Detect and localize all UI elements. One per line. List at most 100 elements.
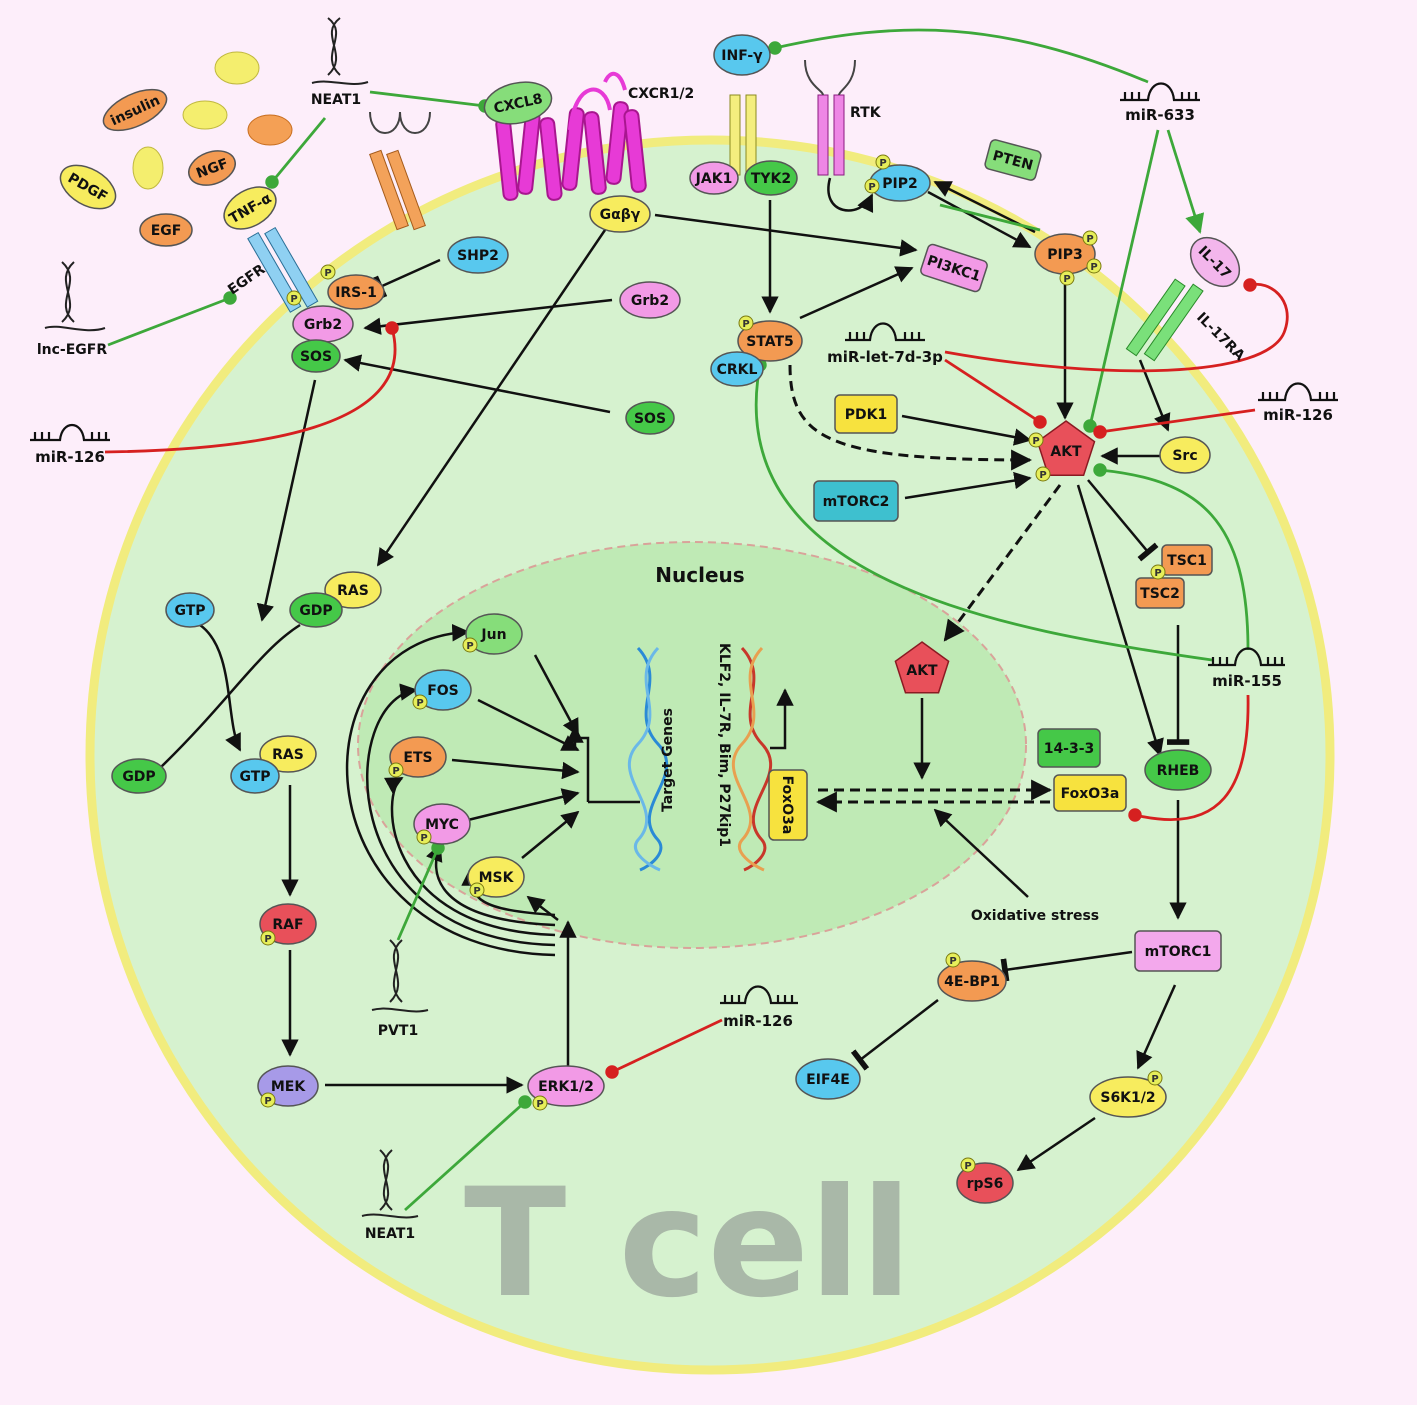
- node-p1433: 14-3-3: [1037, 728, 1101, 768]
- phospho-badge: P: [260, 930, 276, 946]
- phospho-badge: P: [388, 762, 404, 778]
- neat1-bottom-label: NEAT1: [365, 1226, 415, 1242]
- rheb-label: RHEB: [1157, 763, 1200, 779]
- node-pten: PTEN: [984, 139, 1042, 181]
- lnc-egfr-label: lnc-EGFR: [37, 342, 107, 358]
- msk-label: MSK: [479, 870, 515, 886]
- egf-ligand-label: EGF: [151, 223, 182, 239]
- pip3-label: PIP3: [1047, 247, 1082, 263]
- mirna-icons: [30, 82, 1338, 1005]
- node-ras-top: RAS: [324, 571, 382, 609]
- mir126-right-label: miR-126: [1263, 406, 1333, 424]
- phospho-label: P: [264, 1096, 271, 1107]
- node-src: Src: [1159, 436, 1211, 474]
- node-foxo3a-out: FoxO3a: [1053, 774, 1127, 812]
- mir126-left-label: miR-126: [35, 448, 105, 466]
- phospho-badge: P: [260, 1092, 276, 1108]
- phospho-label: P: [742, 319, 749, 330]
- mtorc1-label: mTORC1: [1145, 944, 1212, 960]
- node-tsc2: TSC2: [1135, 577, 1185, 609]
- phospho-label: P: [392, 766, 399, 777]
- phospho-badge: P: [945, 952, 961, 968]
- ras-top-label: RAS: [337, 583, 369, 599]
- phospho-badge: P: [960, 1157, 976, 1173]
- node-grb2-mem: Grb2: [292, 305, 354, 343]
- egfr-label: EGFR: [225, 261, 268, 298]
- cell-title: T cell: [464, 1157, 912, 1331]
- node-gtp-top: GTP: [165, 592, 215, 628]
- mir126-bottom-label: miR-126: [723, 1012, 793, 1030]
- ras-low-label: RAS: [272, 747, 304, 763]
- target-genes-dna: [627, 646, 669, 872]
- mir633-label: miR-633: [1125, 106, 1195, 124]
- node-s6k: S6K1/2: [1089, 1076, 1167, 1118]
- phospho-label: P: [264, 934, 271, 945]
- phospho-label: P: [1090, 262, 1097, 273]
- sos-mem-label: SOS: [300, 349, 332, 365]
- phospho-badge: P: [864, 178, 880, 194]
- node-mtorc2: mTORC2: [813, 480, 899, 522]
- node-foxo3a-in: FoxO3a: [768, 769, 808, 841]
- node-pip3: PIP3: [1034, 233, 1096, 275]
- nucleus-label: Nucleus: [655, 563, 744, 587]
- phospho-label: P: [868, 182, 875, 193]
- node-irs1: IRS-1: [327, 274, 385, 310]
- rtk-receptor: [804, 59, 874, 213]
- phospho-badge: P: [416, 829, 432, 845]
- node-gdp-top: GDP: [289, 592, 343, 628]
- activation-arrows: [159, 180, 1190, 1172]
- eif4e-label: EIF4E: [806, 1072, 850, 1088]
- phospho-label: P: [879, 158, 886, 169]
- ligands: [132, 51, 293, 190]
- akt-nuc-label: AKT: [906, 663, 938, 679]
- phospho-badge: P: [286, 290, 302, 306]
- phospho-badge: P: [1150, 564, 1166, 580]
- mtorc2-label: mTORC2: [823, 494, 890, 510]
- phospho-label: P: [949, 956, 956, 967]
- node-fos: FOS: [414, 669, 472, 711]
- sos-free-label: SOS: [634, 411, 666, 427]
- tsc2-label: TSC2: [1140, 586, 1180, 602]
- phospho-label: P: [466, 641, 473, 652]
- irs1-label: IRS-1: [335, 285, 377, 301]
- node-gtp-low: GTP: [230, 758, 280, 794]
- phospho-badge: P: [1059, 270, 1075, 286]
- phospho-label: P: [324, 268, 331, 279]
- mek-label: MEK: [271, 1079, 306, 1095]
- node-sos-free: SOS: [625, 401, 675, 435]
- egfr-receptor: [247, 226, 319, 313]
- src-label: Src: [1172, 448, 1197, 464]
- ets-label: ETS: [403, 750, 432, 766]
- cell: Nucleus T cell: [85, 135, 1335, 1375]
- mirna-hairpin-icon: [845, 322, 925, 342]
- gabg-label: Gαβγ: [600, 207, 641, 223]
- phospho-label: P: [1151, 1074, 1158, 1085]
- p1433-label: 14-3-3: [1044, 741, 1095, 757]
- grb2-free-label: Grb2: [631, 293, 669, 309]
- il17ra-receptor: [1125, 278, 1204, 362]
- dashed-arrows: [788, 364, 1062, 813]
- node-il17: IL-17: [1189, 236, 1241, 288]
- gtp-top-label: GTP: [174, 603, 205, 619]
- phospho-badge: P: [469, 882, 485, 898]
- node-grb2-free: Grb2: [619, 281, 681, 319]
- foxo3a-in-label: FoxO3a: [779, 776, 795, 835]
- phospho-badge: P: [1086, 258, 1102, 274]
- cxcr12-label: CXCR1/2: [628, 86, 694, 102]
- phospho-label: P: [964, 1161, 971, 1172]
- s6k-label: S6K1/2: [1100, 1090, 1155, 1106]
- node-cxcl8: CXCL8: [483, 81, 553, 125]
- phospho-label: P: [1039, 470, 1046, 481]
- node-akt-nuc: AKT: [894, 641, 950, 694]
- node-insulin: insulin: [102, 88, 168, 132]
- dna-icon: [311, 17, 369, 85]
- node-gdp-left: GDP: [111, 758, 167, 794]
- phospho-badge: P: [1028, 432, 1044, 448]
- phospho-label: P: [536, 1099, 543, 1110]
- tyk2-label: TYK2: [751, 171, 791, 187]
- phospho-label: P: [1032, 436, 1039, 447]
- orange-receptor: [369, 111, 431, 231]
- node-rps6: rpS6: [956, 1162, 1014, 1204]
- phospho-label: P: [1063, 274, 1070, 285]
